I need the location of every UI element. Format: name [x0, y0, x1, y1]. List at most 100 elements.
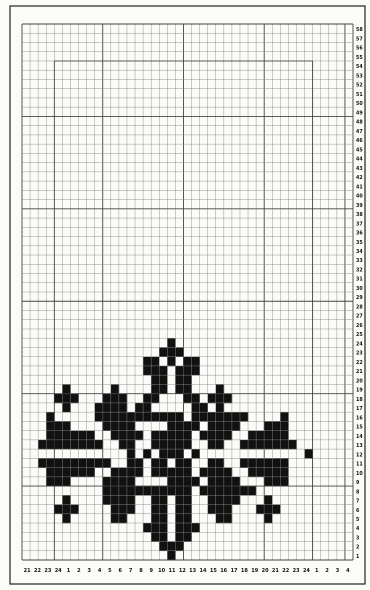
- filled-stitch-cell: [151, 384, 159, 394]
- filled-stitch-cell: [62, 458, 70, 468]
- row-number-label: 54: [356, 64, 363, 70]
- filled-stitch-cell: [167, 338, 175, 348]
- filled-stitch-cell: [272, 431, 280, 441]
- filled-stitch-cell: [119, 394, 127, 404]
- filled-stitch-cell: [111, 495, 119, 505]
- column-number-label: 15: [210, 568, 217, 574]
- filled-stitch-cell: [159, 468, 167, 478]
- column-number-label: 13: [189, 568, 196, 574]
- filled-stitch-cell: [167, 542, 175, 552]
- filled-stitch-cell: [216, 468, 224, 478]
- filled-stitch-cell: [54, 458, 62, 468]
- filled-stitch-cell: [159, 366, 167, 376]
- filled-stitch-cell: [208, 431, 216, 441]
- filled-stitch-cell: [224, 477, 232, 487]
- filled-stitch-cell: [288, 440, 296, 450]
- filled-stitch-cell: [200, 412, 208, 422]
- filled-stitch-cell: [151, 514, 159, 524]
- filled-stitch-cell: [54, 440, 62, 450]
- row-number-label: 53: [356, 73, 363, 79]
- filled-stitch-cell: [103, 477, 111, 487]
- row-number-label: 50: [356, 101, 363, 107]
- row-number-label: 13: [356, 443, 363, 449]
- filled-stitch-cell: [62, 394, 70, 404]
- filled-stitch-cell: [159, 532, 167, 542]
- filled-stitch-cell: [183, 468, 191, 478]
- filled-stitch-cell: [167, 468, 175, 478]
- filled-stitch-cell: [167, 440, 175, 450]
- filled-stitch-cell: [280, 412, 288, 422]
- filled-stitch-cell: [151, 394, 159, 404]
- filled-stitch-cell: [103, 394, 111, 404]
- filled-stitch-cell: [192, 421, 200, 431]
- filled-stitch-cell: [70, 505, 78, 515]
- filled-stitch-cell: [248, 486, 256, 496]
- row-number-label: 33: [356, 258, 363, 264]
- row-number-label: 26: [356, 323, 363, 329]
- filled-stitch-cell: [159, 458, 167, 468]
- filled-stitch-cell: [216, 421, 224, 431]
- row-number-label: 1: [356, 554, 359, 560]
- filled-stitch-cell: [62, 403, 70, 413]
- filled-stitch-cell: [151, 486, 159, 496]
- filled-stitch-cell: [224, 431, 232, 441]
- filled-stitch-cell: [127, 486, 135, 496]
- filled-stitch-cell: [103, 412, 111, 422]
- filled-stitch-cell: [159, 542, 167, 552]
- filled-stitch-cell: [159, 384, 167, 394]
- row-number-label: 14: [356, 434, 363, 440]
- filled-stitch-cell: [38, 440, 46, 450]
- row-number-label: 5: [356, 517, 359, 523]
- filled-stitch-cell: [272, 440, 280, 450]
- filled-stitch-cell: [135, 486, 143, 496]
- filled-stitch-cell: [135, 403, 143, 413]
- column-number-label: 18: [241, 568, 248, 574]
- filled-stitch-cell: [151, 440, 159, 450]
- filled-stitch-cell: [175, 366, 183, 376]
- filled-stitch-cell: [54, 505, 62, 515]
- filled-stitch-cell: [54, 421, 62, 431]
- filled-stitch-cell: [192, 357, 200, 367]
- filled-stitch-cell: [119, 468, 127, 478]
- filled-stitch-cell: [119, 514, 127, 524]
- row-number-label: 56: [356, 46, 363, 52]
- filled-stitch-cell: [143, 449, 151, 459]
- filled-stitch-cell: [87, 431, 95, 441]
- filled-stitch-cell: [151, 523, 159, 533]
- column-number-label: 20: [262, 568, 269, 574]
- filled-stitch-cell: [159, 412, 167, 422]
- filled-stitch-cell: [175, 449, 183, 459]
- filled-stitch-cell: [208, 477, 216, 487]
- filled-stitch-cell: [46, 431, 54, 441]
- column-number-label: 1: [315, 568, 319, 574]
- column-number-label: 9: [150, 568, 154, 574]
- filled-stitch-cell: [224, 486, 232, 496]
- filled-stitch-cell: [103, 486, 111, 496]
- filled-stitch-cell: [200, 468, 208, 478]
- row-number-label: 19: [356, 388, 363, 394]
- filled-stitch-cell: [127, 468, 135, 478]
- column-number-label: 11: [168, 568, 175, 574]
- filled-stitch-cell: [127, 440, 135, 450]
- column-number-label: 3: [336, 568, 340, 574]
- filled-stitch-cell: [103, 495, 111, 505]
- filled-stitch-cell: [62, 495, 70, 505]
- filled-stitch-cell: [192, 449, 200, 459]
- filled-stitch-cell: [70, 394, 78, 404]
- filled-stitch-cell: [272, 468, 280, 478]
- filled-stitch-cell: [167, 357, 175, 367]
- filled-stitch-cell: [111, 412, 119, 422]
- filled-stitch-cell: [159, 440, 167, 450]
- filled-stitch-cell: [175, 542, 183, 552]
- row-number-label: 51: [356, 92, 363, 98]
- filled-stitch-cell: [248, 458, 256, 468]
- filled-stitch-cell: [62, 468, 70, 478]
- filled-stitch-cell: [200, 403, 208, 413]
- filled-stitch-cell: [192, 523, 200, 533]
- filled-stitch-cell: [256, 468, 264, 478]
- column-number-label: 21: [24, 568, 31, 574]
- row-number-label: 12: [356, 452, 363, 458]
- filled-stitch-cell: [240, 458, 248, 468]
- filled-stitch-cell: [62, 477, 70, 487]
